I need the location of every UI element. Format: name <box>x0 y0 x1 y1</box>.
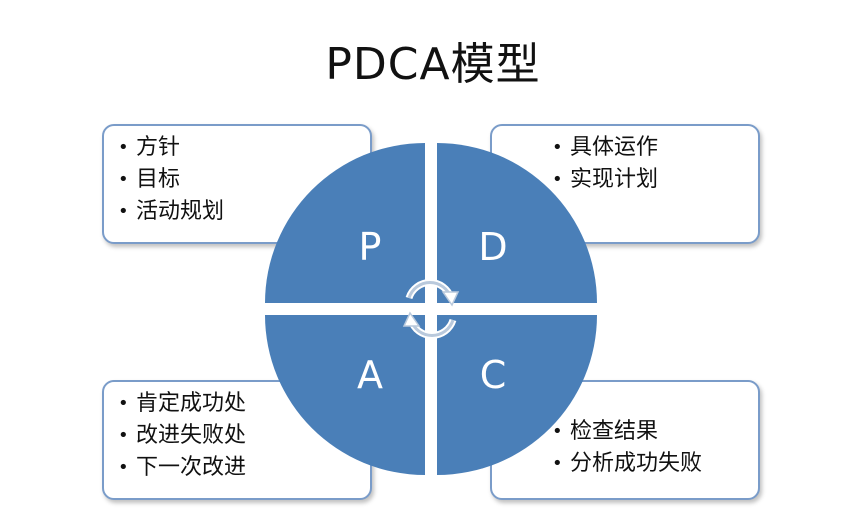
list-item: 分析成功失败 <box>552 448 758 480</box>
plan-letter: P <box>359 225 382 269</box>
list-item: 检查结果 <box>552 416 758 448</box>
list-item: 改进失败处 <box>118 420 370 452</box>
check-list: 检查结果 分析成功失败 <box>552 416 758 480</box>
act-letter: A <box>357 353 383 397</box>
act-quadrant <box>265 315 425 475</box>
cycle-arrows-icon <box>402 279 460 339</box>
list-item: 方针 <box>118 132 370 164</box>
check-letter: C <box>480 353 507 397</box>
page-title: PDCA模型 <box>325 39 541 90</box>
list-item: 活动规划 <box>118 196 370 228</box>
plan-list: 方针 目标 活动规划 <box>118 132 370 228</box>
do-letter: D <box>478 225 507 269</box>
list-item: 目标 <box>118 164 370 196</box>
check-quadrant <box>437 315 597 475</box>
list-item: 下一次改进 <box>118 452 370 484</box>
list-item: 肯定成功处 <box>118 388 370 420</box>
do-quadrant <box>437 143 597 303</box>
list-item: 实现计划 <box>552 164 758 196</box>
list-item: 具体运作 <box>552 132 758 164</box>
do-list: 具体运作 实现计划 <box>552 132 758 196</box>
act-list: 肯定成功处 改进失败处 下一次改进 <box>118 388 370 484</box>
plan-quadrant <box>265 143 425 303</box>
